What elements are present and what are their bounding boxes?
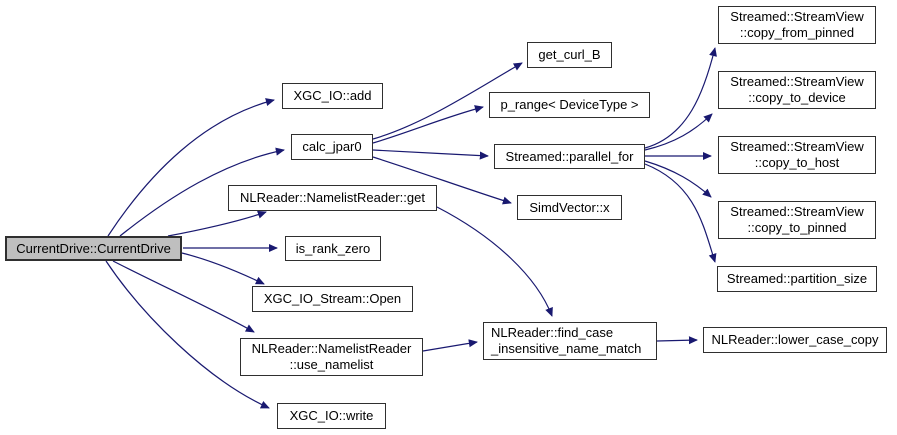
edge-use-namelist-to-find-case: [422, 339, 478, 352]
node-namelistreader-get[interactable]: NLReader::NamelistReader::get: [228, 185, 437, 211]
node-currentdrive-currentdrive: CurrentDrive::CurrentDrive: [5, 236, 182, 261]
edge-parallel-for-to-partition-size: [644, 163, 717, 263]
edge-parallel-for-to-copy-to-device: [644, 113, 713, 151]
node-streamed-parallel-for[interactable]: Streamed::parallel_for: [494, 144, 645, 169]
node-nlreader-lower-case-copy[interactable]: NLReader::lower_case_copy: [703, 327, 887, 353]
node-streamview-copy-to-device[interactable]: Streamed::StreamView ::copy_to_device: [718, 71, 876, 109]
node-find-case-insensitive-name-match[interactable]: NLReader::find_case _insensitive_name_ma…: [483, 322, 657, 360]
edge-root-to-use-namelist: [112, 260, 255, 333]
node-calc-jpar0[interactable]: calc_jpar0: [291, 134, 373, 160]
edge-parallel-for-to-copy-to-pinned: [644, 160, 712, 198]
edge-root-to-add: [107, 98, 275, 237]
edge-root-to-stream-open: [181, 252, 265, 285]
edge-root-to-calc-jpar0: [119, 147, 285, 237]
edge-root-to-write: [105, 260, 270, 409]
edge-calc-jpar0-to-p-range: [372, 105, 484, 144]
edge-find-case-to-lower-case-copy: [656, 336, 698, 345]
edge-calc-jpar0-to-simdvector-x: [372, 156, 512, 205]
node-simdvector-x[interactable]: SimdVector::x: [517, 195, 622, 220]
edge-root-to-namelist-get: [167, 210, 267, 237]
node-streamview-copy-to-pinned[interactable]: Streamed::StreamView ::copy_to_pinned: [718, 201, 876, 239]
node-p-range-devicetype[interactable]: p_range< DeviceType >: [489, 92, 650, 118]
node-xgc-io-add[interactable]: XGC_IO::add: [282, 83, 383, 109]
edge-calc-jpar0-to-parallel-for: [372, 149, 489, 160]
node-use-namelist[interactable]: NLReader::NamelistReader ::use_namelist: [240, 338, 423, 376]
edge-parallel-for-to-copy-from-pinned: [644, 47, 717, 149]
node-is-rank-zero[interactable]: is_rank_zero: [285, 236, 381, 261]
node-get-curl-b[interactable]: get_curl_B: [527, 42, 612, 68]
node-streamview-copy-to-host[interactable]: Streamed::StreamView ::copy_to_host: [718, 136, 876, 174]
edge-namelist-get-to-find-case: [436, 206, 553, 317]
node-xgc-io-write[interactable]: XGC_IO::write: [277, 403, 386, 429]
node-xgc-io-stream-open[interactable]: XGC_IO_Stream::Open: [252, 286, 413, 312]
edge-calc-jpar0-to-get-curl-b: [372, 62, 523, 140]
node-streamview-copy-from-pinned[interactable]: Streamed::StreamView ::copy_from_pinned: [718, 6, 876, 44]
node-streamed-partition-size[interactable]: Streamed::partition_size: [717, 266, 877, 292]
